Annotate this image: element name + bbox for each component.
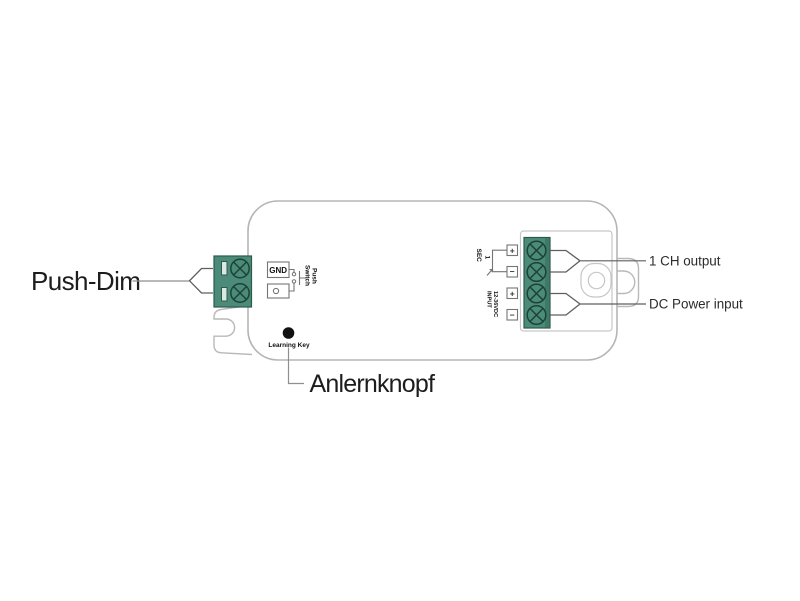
- screw-hole: [587, 271, 606, 290]
- left-terminal-block: [213, 255, 253, 308]
- right-terminal-block: [523, 236, 551, 329]
- terminal-slot: [221, 261, 228, 276]
- anlernknopf-label: Anlernknopf: [310, 370, 435, 398]
- push-switch-label-line2: Switch: [304, 265, 311, 286]
- anlernknopf-callout-line: [287, 347, 304, 385]
- terminal-screw-icon: [230, 283, 250, 303]
- input-fork: [550, 292, 582, 316]
- push-switch-assembly: GND Push Switch: [266, 261, 318, 299]
- ch-output-label: 1 CH output: [649, 253, 721, 268]
- sec-number-label: 1: [484, 256, 491, 260]
- push-dim-label: Push-Dim: [31, 266, 140, 296]
- right-mounting-tab-slot: [617, 270, 636, 295]
- sec-bracket: [491, 249, 507, 273]
- switch-node: [291, 279, 297, 284]
- gnd-label: GND: [269, 266, 287, 275]
- learning-key-button: [282, 327, 295, 339]
- push-switch-label-line1: Push: [311, 268, 318, 284]
- polarity-signs: + − + −: [506, 244, 519, 321]
- right-terminal-shadow: [545, 238, 550, 328]
- minus-sign: −: [510, 267, 515, 277]
- terminal-screw-icon: [526, 283, 547, 304]
- learning-key-label: Learning Key: [268, 342, 310, 349]
- plus-sign: +: [510, 245, 515, 255]
- switch-wire: [289, 283, 295, 292]
- right-mounting-tab: [617, 257, 640, 308]
- screw-hole-housing: [580, 262, 612, 298]
- polarity-arrow-icon: [486, 268, 493, 276]
- minus-sign: −: [510, 310, 515, 320]
- switch-wire: [289, 268, 295, 273]
- switch-node: [291, 272, 297, 277]
- contact-circle: [272, 287, 280, 295]
- push-button-actuator-icon: [298, 271, 306, 285]
- sec-label: SEC: [475, 249, 482, 263]
- terminal-screw-icon: [526, 240, 547, 261]
- input-label: INPUT: [486, 291, 492, 308]
- terminal-screw-icon: [230, 258, 250, 279]
- plus-sign: +: [510, 288, 515, 298]
- device-body: [247, 200, 618, 361]
- terminal-screw-icon: [526, 261, 547, 283]
- sign-box: [506, 287, 519, 300]
- terminal-recess: [519, 230, 613, 332]
- output-fork: [550, 249, 582, 273]
- terminal-slot: [221, 287, 228, 302]
- input-voltage-label: 12-36VDC: [492, 291, 498, 317]
- push-dim-fork: [188, 267, 213, 294]
- sign-box: [506, 308, 519, 321]
- dc-power-input-label: DC Power input: [649, 297, 743, 312]
- left-mounting-ear: [213, 304, 253, 356]
- terminal-screw-icon: [526, 304, 547, 326]
